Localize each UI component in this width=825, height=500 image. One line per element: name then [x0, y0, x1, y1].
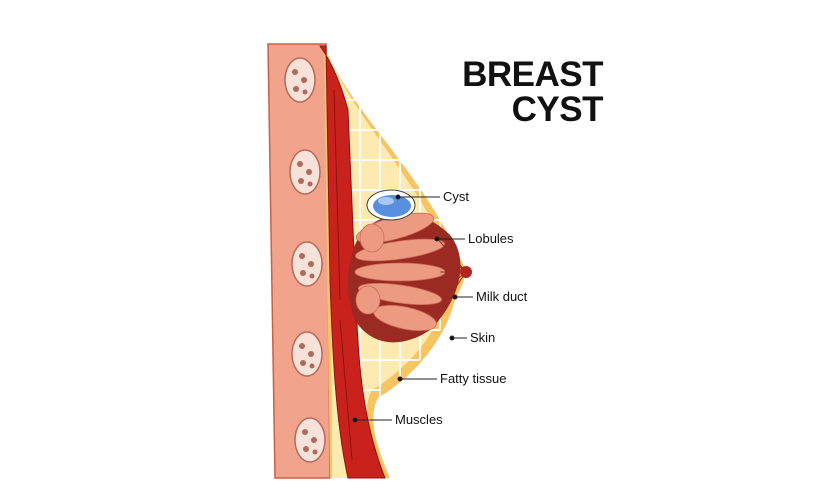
rib-marrow [292, 69, 318, 455]
label-cyst: Cyst [443, 189, 469, 204]
label-muscles: Muscles [395, 412, 443, 427]
title-line-1: BREAST [462, 55, 603, 94]
ribs [284, 57, 326, 463]
nipple [460, 266, 472, 278]
lobules [348, 212, 461, 343]
label-milk-duct: Milk duct [476, 289, 528, 304]
leader-lines [352, 194, 473, 423]
milk-ducts [429, 229, 467, 319]
label-fatty-tissue: Fatty tissue [440, 371, 507, 386]
label-lobules: Lobules [468, 231, 514, 246]
title-line-2: CYST [511, 90, 604, 129]
label-skin: Skin [470, 330, 496, 345]
